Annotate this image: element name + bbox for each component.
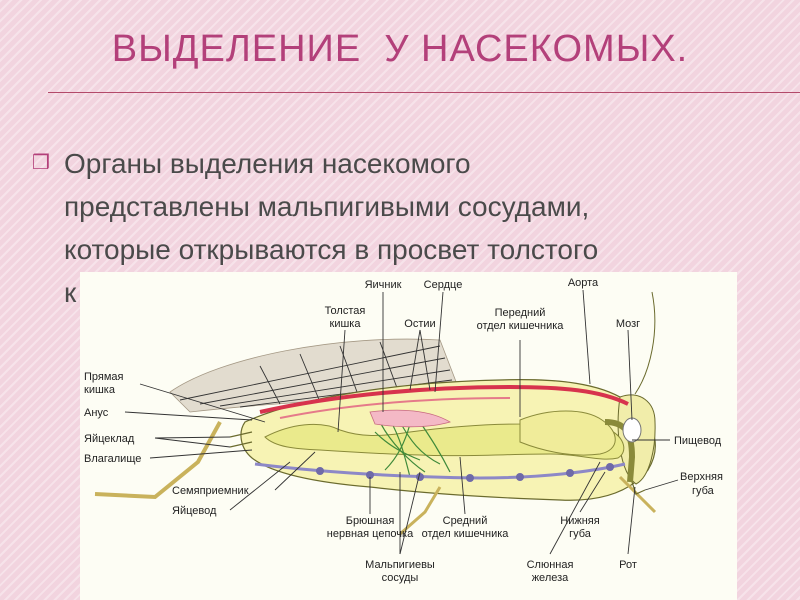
- label-large-intestine: кишка: [330, 318, 362, 330]
- label-ovipositor: Яйцеклад: [84, 433, 135, 445]
- label-midgut: Средний: [443, 515, 488, 527]
- label-brain: Мозг: [616, 318, 640, 330]
- label-spermatheca: Семяприемник: [172, 485, 249, 497]
- brain: [622, 417, 642, 443]
- insect-anatomy-svg: Яичник Сердце Аорта Толстая кишка Остии …: [84, 277, 723, 584]
- foregut: [519, 410, 616, 456]
- label-malpighian-tubules: сосуды: [382, 572, 419, 584]
- ovary: [369, 409, 451, 428]
- front-leg: [618, 475, 657, 514]
- label-anus: Анус: [84, 407, 109, 419]
- label-heart: Сердце: [424, 279, 463, 291]
- insect-anatomy-diagram: Яичник Сердце Аорта Толстая кишка Остии …: [80, 272, 737, 600]
- label-mouth: Рот: [619, 559, 637, 571]
- body-line: представлены мальпигивыми сосудами,: [64, 191, 590, 222]
- label-malpighian-tubules: Мальпигиевы: [365, 559, 435, 571]
- diamond-bullet-icon: ❒: [32, 152, 50, 174]
- label-ostia: Остии: [404, 318, 435, 330]
- label-ovary: Яичник: [365, 279, 402, 291]
- dorsal-vessel-inner: [279, 397, 511, 419]
- label-esophagus: Пищевод: [674, 435, 722, 447]
- label-midgut: отдел кишечника: [422, 528, 510, 540]
- middle-leg: [399, 486, 442, 536]
- label-lower-lip: Нижняя: [560, 515, 599, 527]
- body-line: к: [64, 277, 77, 308]
- label-oviduct: Яйцевод: [172, 505, 217, 517]
- ovipositor: [229, 431, 253, 448]
- label-upper-lip: губа: [692, 485, 715, 497]
- label-rectum: Прямая: [84, 371, 124, 383]
- label-large-intestine: Толстая: [325, 305, 366, 317]
- nerve-ganglia: [316, 463, 614, 482]
- title-divider: [48, 92, 800, 93]
- mouthparts: [631, 481, 646, 495]
- label-salivary-gland: железа: [532, 572, 569, 584]
- label-foregut: Передний: [495, 307, 546, 319]
- body-paragraph: Органы выделения насекомого представлены…: [64, 142, 764, 314]
- antenna: [634, 291, 656, 395]
- body-line: которые открываются в просвет толстого: [64, 234, 599, 265]
- dorsal-vessel: [259, 384, 629, 414]
- label-salivary-gland: Слюнная: [527, 559, 574, 571]
- label-upper-lip: Верхняя: [680, 471, 723, 483]
- label-nerve-cord: Брюшная: [346, 515, 395, 527]
- label-vagina: Влагалище: [84, 453, 141, 465]
- label-lower-lip: губа: [569, 528, 592, 540]
- label-aorta: Аорта: [568, 277, 599, 289]
- label-rectum: кишка: [84, 384, 116, 396]
- leader-lines: [124, 289, 679, 555]
- label-foregut: отдел кишечника: [477, 320, 565, 332]
- slide-title: ВЫДЕЛЕНИЕ У НАСЕКОМЫХ.: [111, 28, 689, 70]
- label-nerve-cord: нервная цепочка: [327, 528, 414, 540]
- body-line: Органы выделения насекомого: [64, 148, 471, 179]
- hind-leg: [94, 421, 222, 500]
